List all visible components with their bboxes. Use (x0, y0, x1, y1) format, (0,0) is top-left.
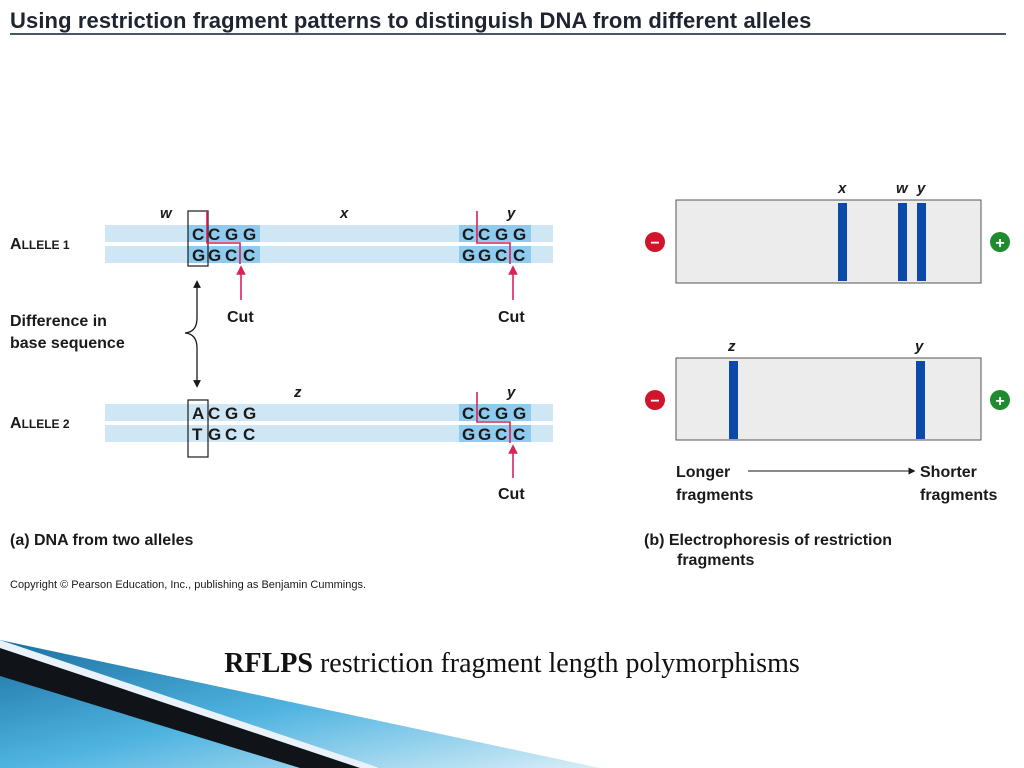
copyright-notice: Copyright © Pearson Education, Inc., pub… (10, 579, 366, 591)
allele2-right-bottom-base: C (495, 425, 507, 444)
allele2-left-top-base: C (208, 404, 220, 423)
band-y (916, 361, 925, 439)
svg-text:−: − (650, 235, 659, 252)
cut-label: Cut (498, 486, 525, 503)
gel-lane-allele2 (675, 357, 982, 441)
band-z (729, 361, 738, 439)
allele2-difference-box (187, 399, 209, 458)
fragment-z-label: z (293, 384, 302, 401)
allele2-label: ALLELE 2 (10, 415, 70, 432)
band-x (838, 203, 847, 281)
fragment-x-label: x (339, 205, 349, 222)
allele2-bottom-strand (105, 425, 553, 442)
allele2-left-top-base: A (192, 404, 204, 423)
allele2-right-top-base: C (462, 404, 474, 423)
positive-electrode-icon: + (990, 390, 1010, 410)
allele1-right-top-base: G (495, 225, 508, 244)
cut-label: Cut (498, 309, 525, 326)
band-label-y: y (916, 180, 926, 197)
site-w-label: w (160, 205, 173, 222)
longer-label-line2: fragments (676, 487, 753, 504)
band-label-z: z (727, 338, 736, 355)
allele1-difference-box (187, 210, 209, 267)
caption-b-line2: fragments (677, 552, 754, 569)
allele2-left-top-base: G (243, 404, 256, 423)
positive-electrode-icon: + (990, 232, 1010, 252)
site-y-label-allele1: y (506, 205, 516, 222)
gel-2 (675, 357, 982, 441)
allele2-left-bottom-base: G (208, 425, 221, 444)
negative-electrode-icon: − (645, 232, 665, 252)
allele1-right-bottom-base: G (478, 246, 491, 265)
gel-lane-allele1 (675, 199, 982, 284)
longer-label-line1: Longer (676, 464, 730, 481)
allele1-right-top-base: G (513, 225, 526, 244)
allele2-right-bottom-base: G (462, 425, 475, 444)
slide-title: Using restriction fragment patterns to d… (10, 8, 812, 33)
difference-bracket (184, 280, 201, 388)
allele1-left-bottom-base: C (225, 246, 237, 265)
band-label-w: w (896, 180, 909, 197)
svg-text:−: − (650, 393, 659, 410)
allele1-right-bottom-base: C (495, 246, 507, 265)
band-y (917, 203, 926, 281)
slide-caption: RFLPS restriction fragment length polymo… (0, 648, 1024, 680)
allele1-left-top-base: C (208, 225, 220, 244)
band-label-x: x (837, 180, 847, 197)
site-y-label-allele2: y (506, 384, 516, 401)
allele2-dna (105, 404, 553, 442)
allele1-left-bottom-base: G (208, 246, 221, 265)
allele2-left-bottom-base: T (192, 425, 203, 444)
allele1-left-bottom-base: C (243, 246, 255, 265)
difference-label-line2: base sequence (10, 335, 125, 352)
allele2-right-top-base: C (478, 404, 490, 423)
cut-arrows (236, 265, 518, 478)
allele2-left-bottom-base: C (225, 425, 237, 444)
allele1-right-top-base: C (462, 225, 474, 244)
allele2-right-top-base: G (495, 404, 508, 423)
difference-label-line1: Difference in (10, 313, 107, 330)
caption-b-line1: (b) Electrophoresis of restriction (644, 532, 892, 549)
allele2-left-top-base: G (225, 404, 238, 423)
caption-abbreviation: RFLPS (224, 648, 313, 679)
allele2-right-bottom-base: G (478, 425, 491, 444)
svg-text:+: + (995, 393, 1004, 410)
cut-site-lines (206, 211, 511, 443)
allele1-left-bottom-base: G (192, 246, 205, 265)
allele2-top-strand (105, 404, 553, 421)
allele1-label: ALLELE 1 (10, 236, 70, 253)
caption-expansion: restriction fragment length polymorphism… (312, 648, 800, 679)
caption-a: (a) DNA from two alleles (10, 532, 194, 549)
cut-label: Cut (227, 309, 254, 326)
svg-text:+: + (995, 235, 1004, 252)
allele1-right-top-base: C (478, 225, 490, 244)
title-underline (10, 33, 1006, 35)
negative-electrode-icon: − (645, 390, 665, 410)
corner-chevron-decoration (0, 640, 600, 768)
band-label-y: y (914, 338, 924, 355)
allele2-left-bottom-base: C (243, 425, 255, 444)
gel-1 (675, 199, 982, 284)
shorter-label-line2: fragments (920, 487, 997, 504)
allele1-left-top-base: C (192, 225, 204, 244)
allele2-right-top-base: G (513, 404, 526, 423)
allele2-right-bottom-base: C (513, 425, 525, 444)
band-w (898, 203, 907, 281)
allele1-left-top-base: G (243, 225, 256, 244)
allele1-right-bottom-base: C (513, 246, 525, 265)
shorter-label-line1: Shorter (920, 464, 977, 481)
allele1-left-top-base: G (225, 225, 238, 244)
allele1-right-bottom-base: G (462, 246, 475, 265)
